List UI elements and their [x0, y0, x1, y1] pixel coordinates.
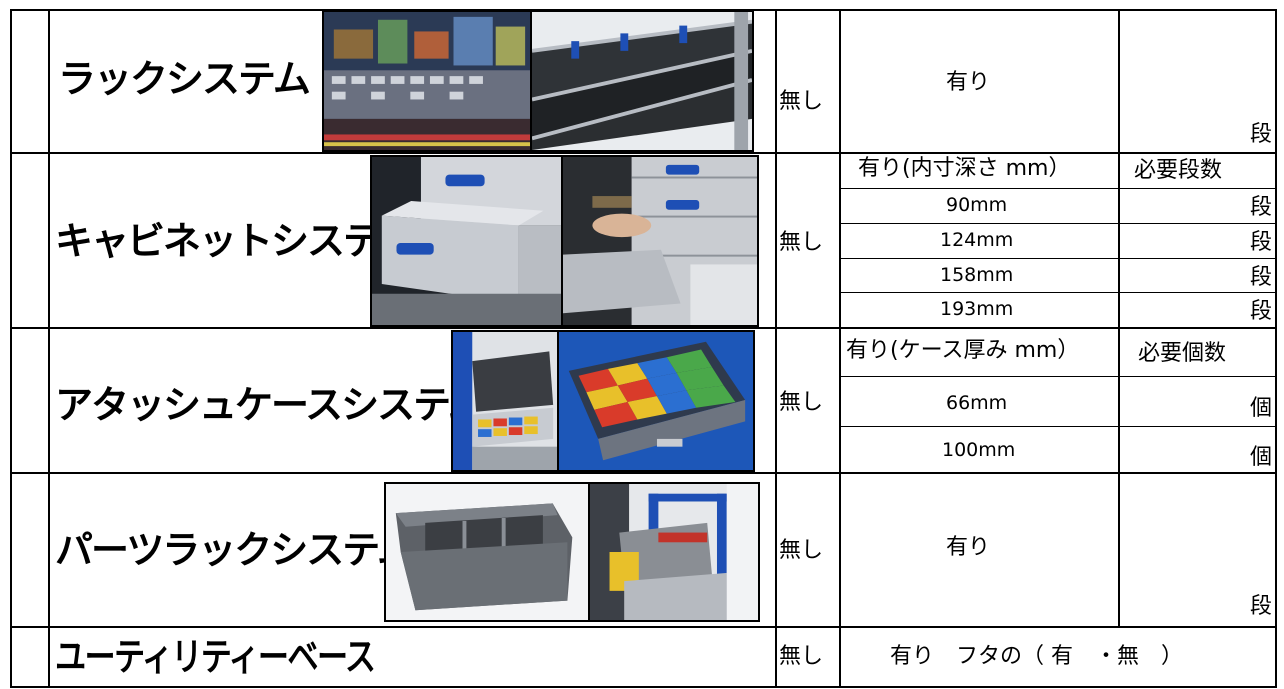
none-option[interactable]: 無し [779, 230, 824, 255]
depth-option[interactable]: 124mm [940, 229, 1014, 251]
depth-option[interactable]: 90mm [946, 194, 1008, 216]
unit-label: 個 [1250, 396, 1273, 421]
unit-label: 段 [1250, 230, 1273, 255]
row-divider [10, 626, 1276, 628]
none-option[interactable]: 無し [779, 89, 824, 114]
thickness-option[interactable]: 100mm [942, 439, 1016, 461]
row-divider [10, 472, 1276, 474]
none-option[interactable]: 無し [779, 538, 824, 563]
cabinet-drawer-photo [370, 155, 563, 327]
column-divider [1118, 152, 1120, 328]
rack-mosaic-photo [322, 10, 534, 152]
none-option[interactable]: 無し [779, 390, 824, 415]
lid-option[interactable]: 有り フタの（ 有 ・無 ） [890, 644, 1183, 669]
attache-case-system-title: アタッシュケースシステム [55, 383, 486, 427]
parts-rack-system-title: パーツラックシステム [55, 528, 415, 572]
cabinet-hand-photo [561, 155, 759, 327]
row-divider [10, 327, 1276, 329]
depth-option[interactable]: 158mm [940, 264, 1014, 286]
unit-label: 個 [1250, 445, 1273, 470]
none-option[interactable]: 無し [779, 644, 824, 669]
yes-option[interactable]: 有り [946, 70, 991, 95]
column-divider [1118, 327, 1120, 473]
unit-label: 段 [1250, 594, 1273, 619]
unit-label: 段 [1250, 195, 1273, 220]
column-divider [1118, 472, 1120, 627]
option-divider [840, 376, 1276, 377]
option-divider [840, 223, 1276, 224]
table-border-bottom [10, 686, 1276, 688]
row-divider [10, 152, 1276, 154]
unit-label: 段 [1250, 265, 1273, 290]
option-divider [840, 258, 1276, 259]
cabinet-system-title: キャビネットシステム [55, 219, 416, 263]
parts-bin-photo [384, 482, 590, 622]
attache-tray-photo [557, 330, 755, 472]
required-count-header: 必要個数 [1138, 341, 1227, 366]
column-divider [1118, 9, 1120, 153]
unit-label: 段 [1250, 122, 1273, 147]
depth-header: 有り(内寸深さ mm） [858, 156, 1071, 181]
table-border-right [1275, 9, 1277, 688]
yes-option[interactable]: 有り [946, 535, 991, 560]
utility-base-title: ユーティリティーベース [55, 635, 376, 679]
option-divider [840, 188, 1276, 189]
depth-option[interactable]: 193mm [940, 298, 1014, 320]
option-divider [840, 426, 1276, 427]
column-divider [48, 9, 50, 688]
column-divider [775, 9, 777, 688]
column-divider [839, 9, 841, 688]
option-divider [840, 292, 1276, 293]
unit-label: 段 [1250, 299, 1273, 324]
rack-shelf-photo [530, 10, 754, 152]
thickness-option[interactable]: 66mm [946, 392, 1008, 414]
table-border-left [10, 9, 12, 688]
required-stages-header: 必要段数 [1134, 158, 1223, 183]
rack-system-title: ラックシステム [58, 57, 311, 101]
attache-case-photo [451, 330, 559, 472]
parts-rack-photo [588, 482, 760, 622]
thickness-header: 有り(ケース厚み mm） [846, 338, 1080, 363]
